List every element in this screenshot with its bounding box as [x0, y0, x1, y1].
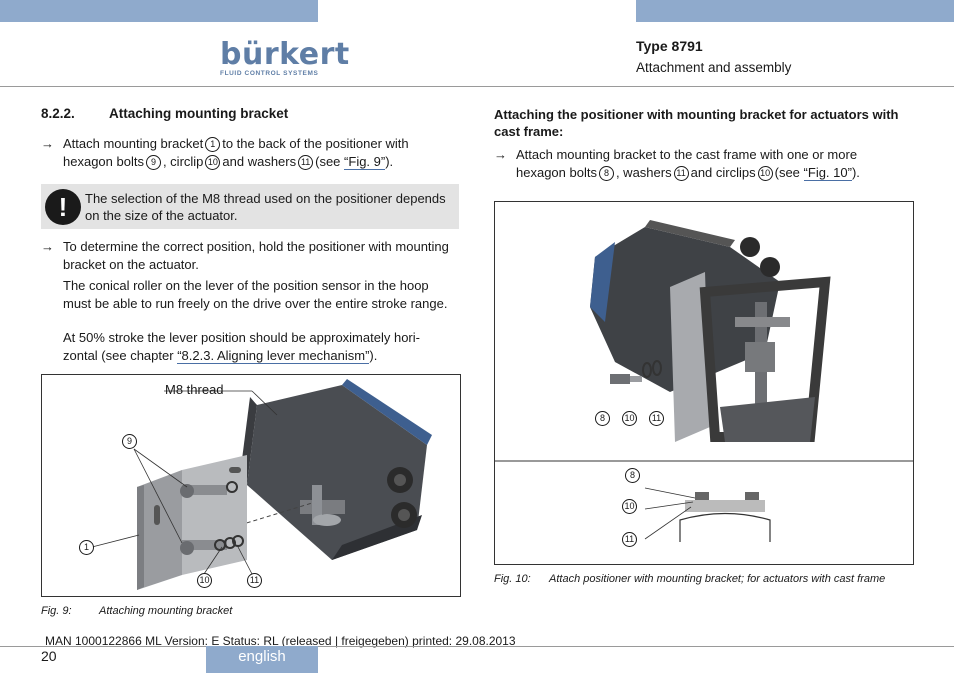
marker-10-icon: 10	[205, 154, 221, 170]
paragraph-conical-roller: The conical roller on the lever of the p…	[63, 278, 448, 311]
instruction-cast-frame: →Attach mounting bracket to the cast fra…	[494, 147, 860, 181]
fig10-link[interactable]: “Fig. 10”	[803, 164, 852, 181]
document-subtitle: Attachment and assembly	[636, 60, 792, 75]
marker-11-icon: 11	[622, 532, 637, 547]
section-title: Attaching mounting bracket	[109, 106, 289, 121]
figure-9: M8 thread 9 1 10 11	[41, 374, 461, 597]
marker-11-icon: 11	[298, 154, 314, 170]
header-divider	[0, 86, 954, 87]
header-accent-bar-right	[636, 0, 954, 22]
figure-9-caption: Fig. 9:Attaching mounting bracket	[41, 605, 233, 617]
marker-1-icon: 1	[205, 137, 221, 153]
marker-8-icon: 8	[625, 468, 640, 483]
marker-11-icon: 11	[649, 411, 664, 426]
marker-10-icon: 10	[757, 165, 773, 181]
marker-11-icon: 11	[247, 573, 262, 588]
page-number: 20	[41, 648, 57, 664]
arrow-icon: →	[41, 136, 54, 151]
header-accent-bar-left	[0, 0, 318, 22]
chapter-link[interactable]: “8.2.3. Aligning lever mechanism”	[177, 347, 370, 364]
logo-wordmark: bürkert	[220, 37, 350, 72]
marker-8-icon: 8	[598, 165, 614, 181]
fig9-link[interactable]: “Fig. 9”	[344, 153, 386, 170]
exclamation-icon: !	[45, 189, 81, 225]
logo-tagline: FLUID CONTROL SYSTEMS	[220, 70, 319, 77]
marker-8-icon: 8	[595, 411, 610, 426]
document-status-line: MAN 1000122866 ML Version: E Status: RL …	[45, 634, 516, 648]
marker-11-icon: 11	[673, 165, 689, 181]
warning-note: ! The selection of the M8 thread used on…	[41, 184, 459, 229]
section-number: 8.2.2.	[41, 106, 75, 121]
arrow-icon: →	[494, 147, 507, 162]
burkert-logo: bürkert FLUID CONTROL SYSTEMS	[220, 37, 350, 78]
marker-10-icon: 10	[197, 573, 212, 588]
marker-9-icon: 9	[122, 434, 137, 449]
marker-1-icon: 1	[79, 540, 94, 555]
marker-10-icon: 10	[622, 411, 637, 426]
figure-10-caption: Fig. 10: Attach positioner with mounting…	[494, 573, 886, 585]
fig10-illustration	[495, 220, 913, 542]
footer-divider	[0, 646, 954, 647]
m8-thread-label: M8 thread	[165, 382, 224, 397]
marker-9-icon: 9	[145, 154, 161, 170]
figure-10: 8 10 11 8 10 11	[494, 201, 914, 565]
arrow-icon: →	[41, 239, 54, 254]
paragraph-lever-position: At 50% stroke the lever position should …	[63, 330, 420, 364]
instruction-step-2: → To determine the correct position, hol…	[41, 239, 449, 272]
right-heading: Attaching the positioner with mounting b…	[494, 107, 899, 139]
fig9-illustration	[91, 379, 432, 590]
section-heading: 8.2.2. Attaching mounting bracket	[41, 106, 288, 121]
marker-10-icon: 10	[622, 499, 637, 514]
language-tab: english	[206, 646, 318, 673]
document-type: Type 8791	[636, 38, 703, 54]
note-text: The selection of the M8 thread used on t…	[85, 191, 446, 223]
